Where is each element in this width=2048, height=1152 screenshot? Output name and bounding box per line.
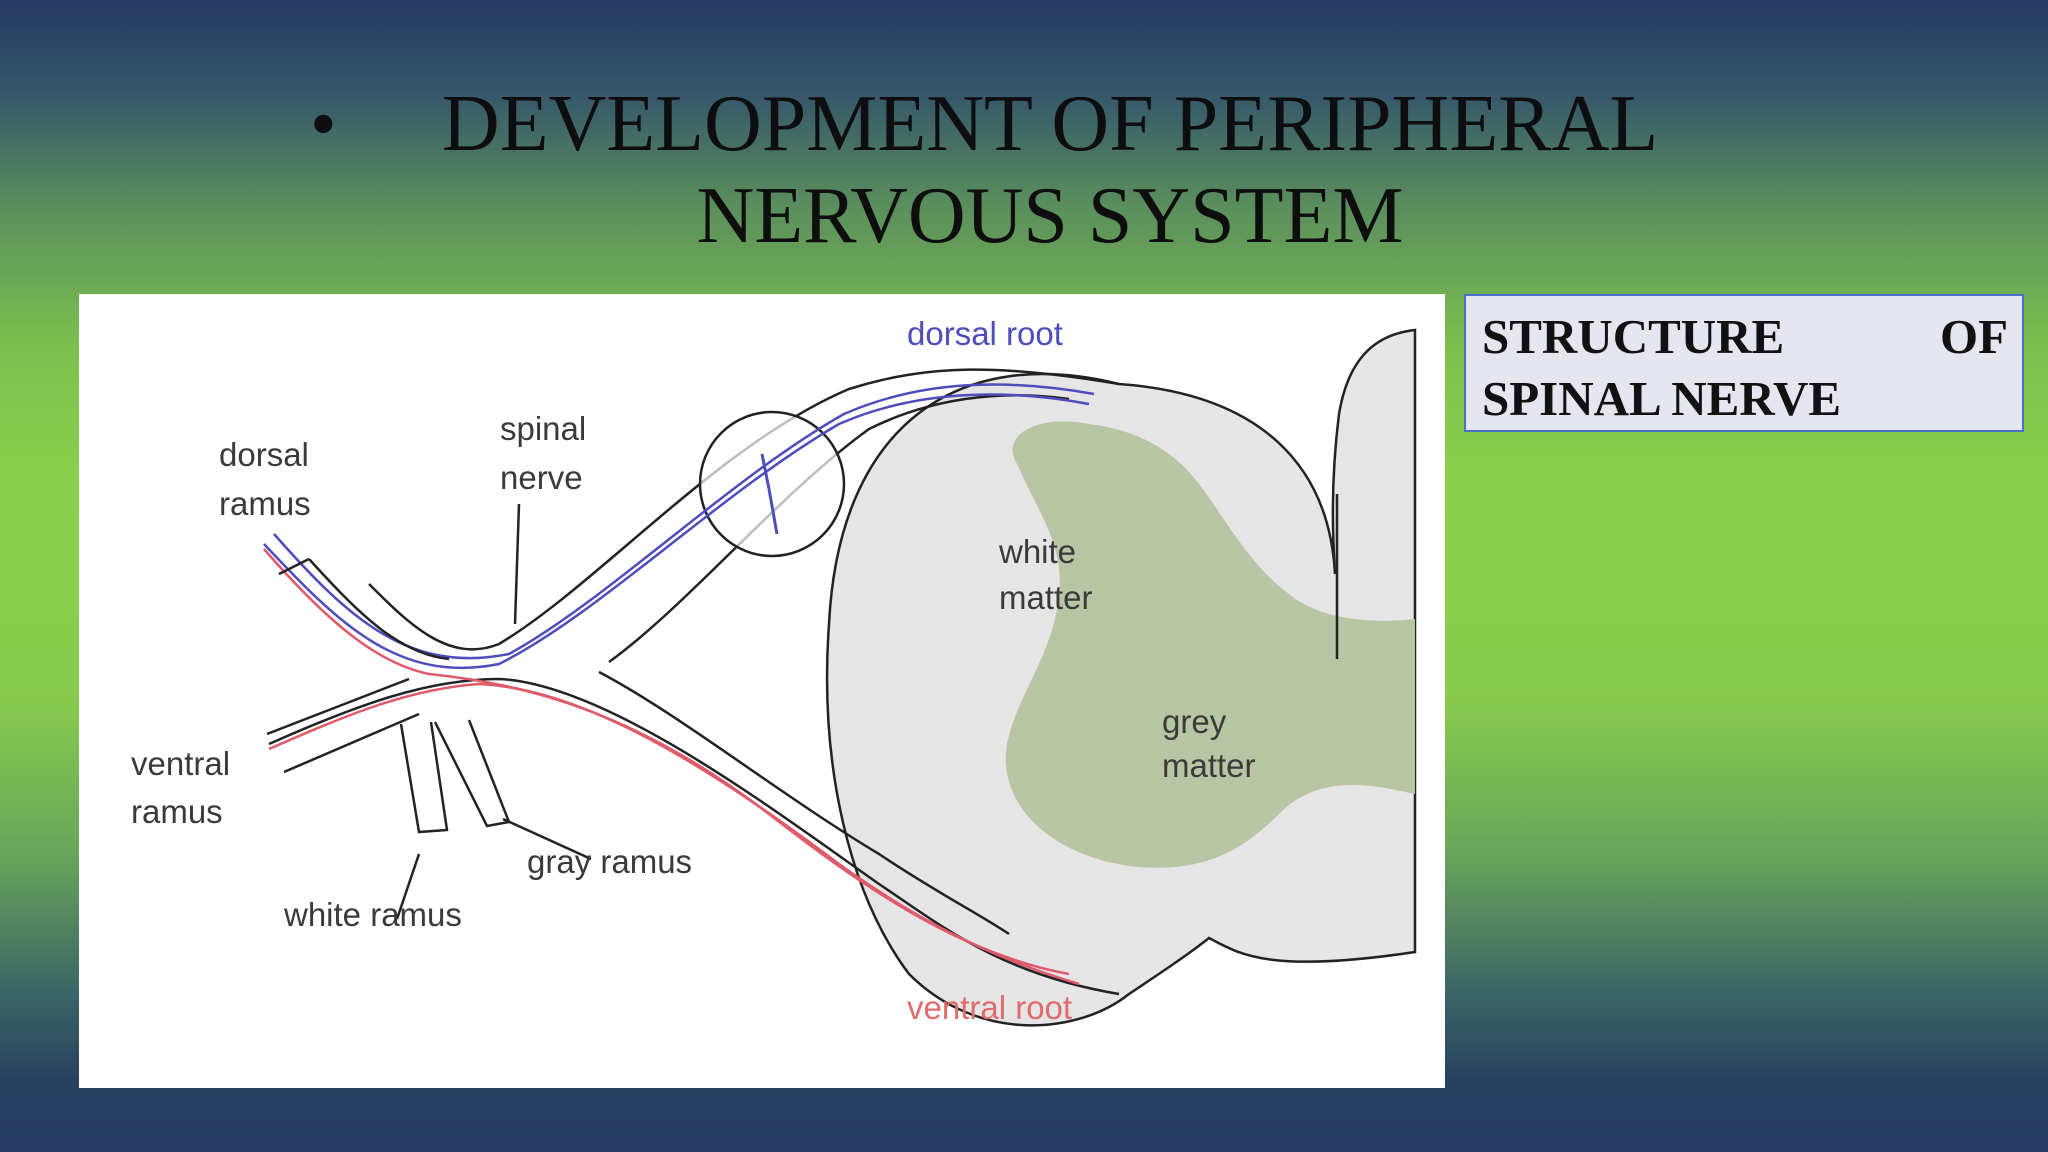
spinal-nerve-drawing <box>79 294 1445 1088</box>
label-ventral-root: ventral root <box>907 984 1072 1032</box>
caption-word-structure: STRUCTURE <box>1482 306 1784 368</box>
caption-box: STRUCTURE OF SPINAL NERVE <box>1464 294 2024 432</box>
caption-word-of: OF <box>1940 306 2008 368</box>
label-white-ramus: white ramus <box>284 891 462 939</box>
caption-line-2: SPINAL NERVE <box>1482 368 2008 430</box>
title-line-1: DEVELOPMENT OF PERIPHERAL <box>300 78 1800 170</box>
label-white-matter-2: matter <box>999 574 1093 622</box>
label-spinal-nerve-2: nerve <box>500 454 583 502</box>
ventral-ramus-outline <box>267 679 419 772</box>
spinal-nerve-diagram: dorsal root spinal nerve dorsal ramus wh… <box>79 294 1445 1088</box>
label-dorsal-ramus-2: ramus <box>219 480 311 528</box>
label-dorsal-ramus-1: dorsal <box>219 431 309 479</box>
white-ramus-shape <box>401 722 447 832</box>
label-grey-matter-1: grey <box>1162 698 1226 746</box>
title-bullet: • <box>310 78 337 170</box>
label-ventral-ramus-1: ventral <box>131 740 230 788</box>
caption-line-1: STRUCTURE OF <box>1482 306 2008 368</box>
gray-ramus-shape <box>435 720 509 826</box>
label-grey-matter-2: matter <box>1162 742 1256 790</box>
label-gray-ramus: gray ramus <box>527 838 692 886</box>
spinal-nerve-leader <box>515 504 519 624</box>
label-dorsal-root: dorsal root <box>907 310 1063 358</box>
label-white-matter-1: white <box>999 528 1076 576</box>
slide-title: • DEVELOPMENT OF PERIPHERAL NERVOUS SYST… <box>300 78 1800 262</box>
label-spinal-nerve-1: spinal <box>500 405 586 453</box>
title-line-2: NERVOUS SYSTEM <box>300 170 1800 262</box>
label-ventral-ramus-2: ramus <box>131 788 223 836</box>
